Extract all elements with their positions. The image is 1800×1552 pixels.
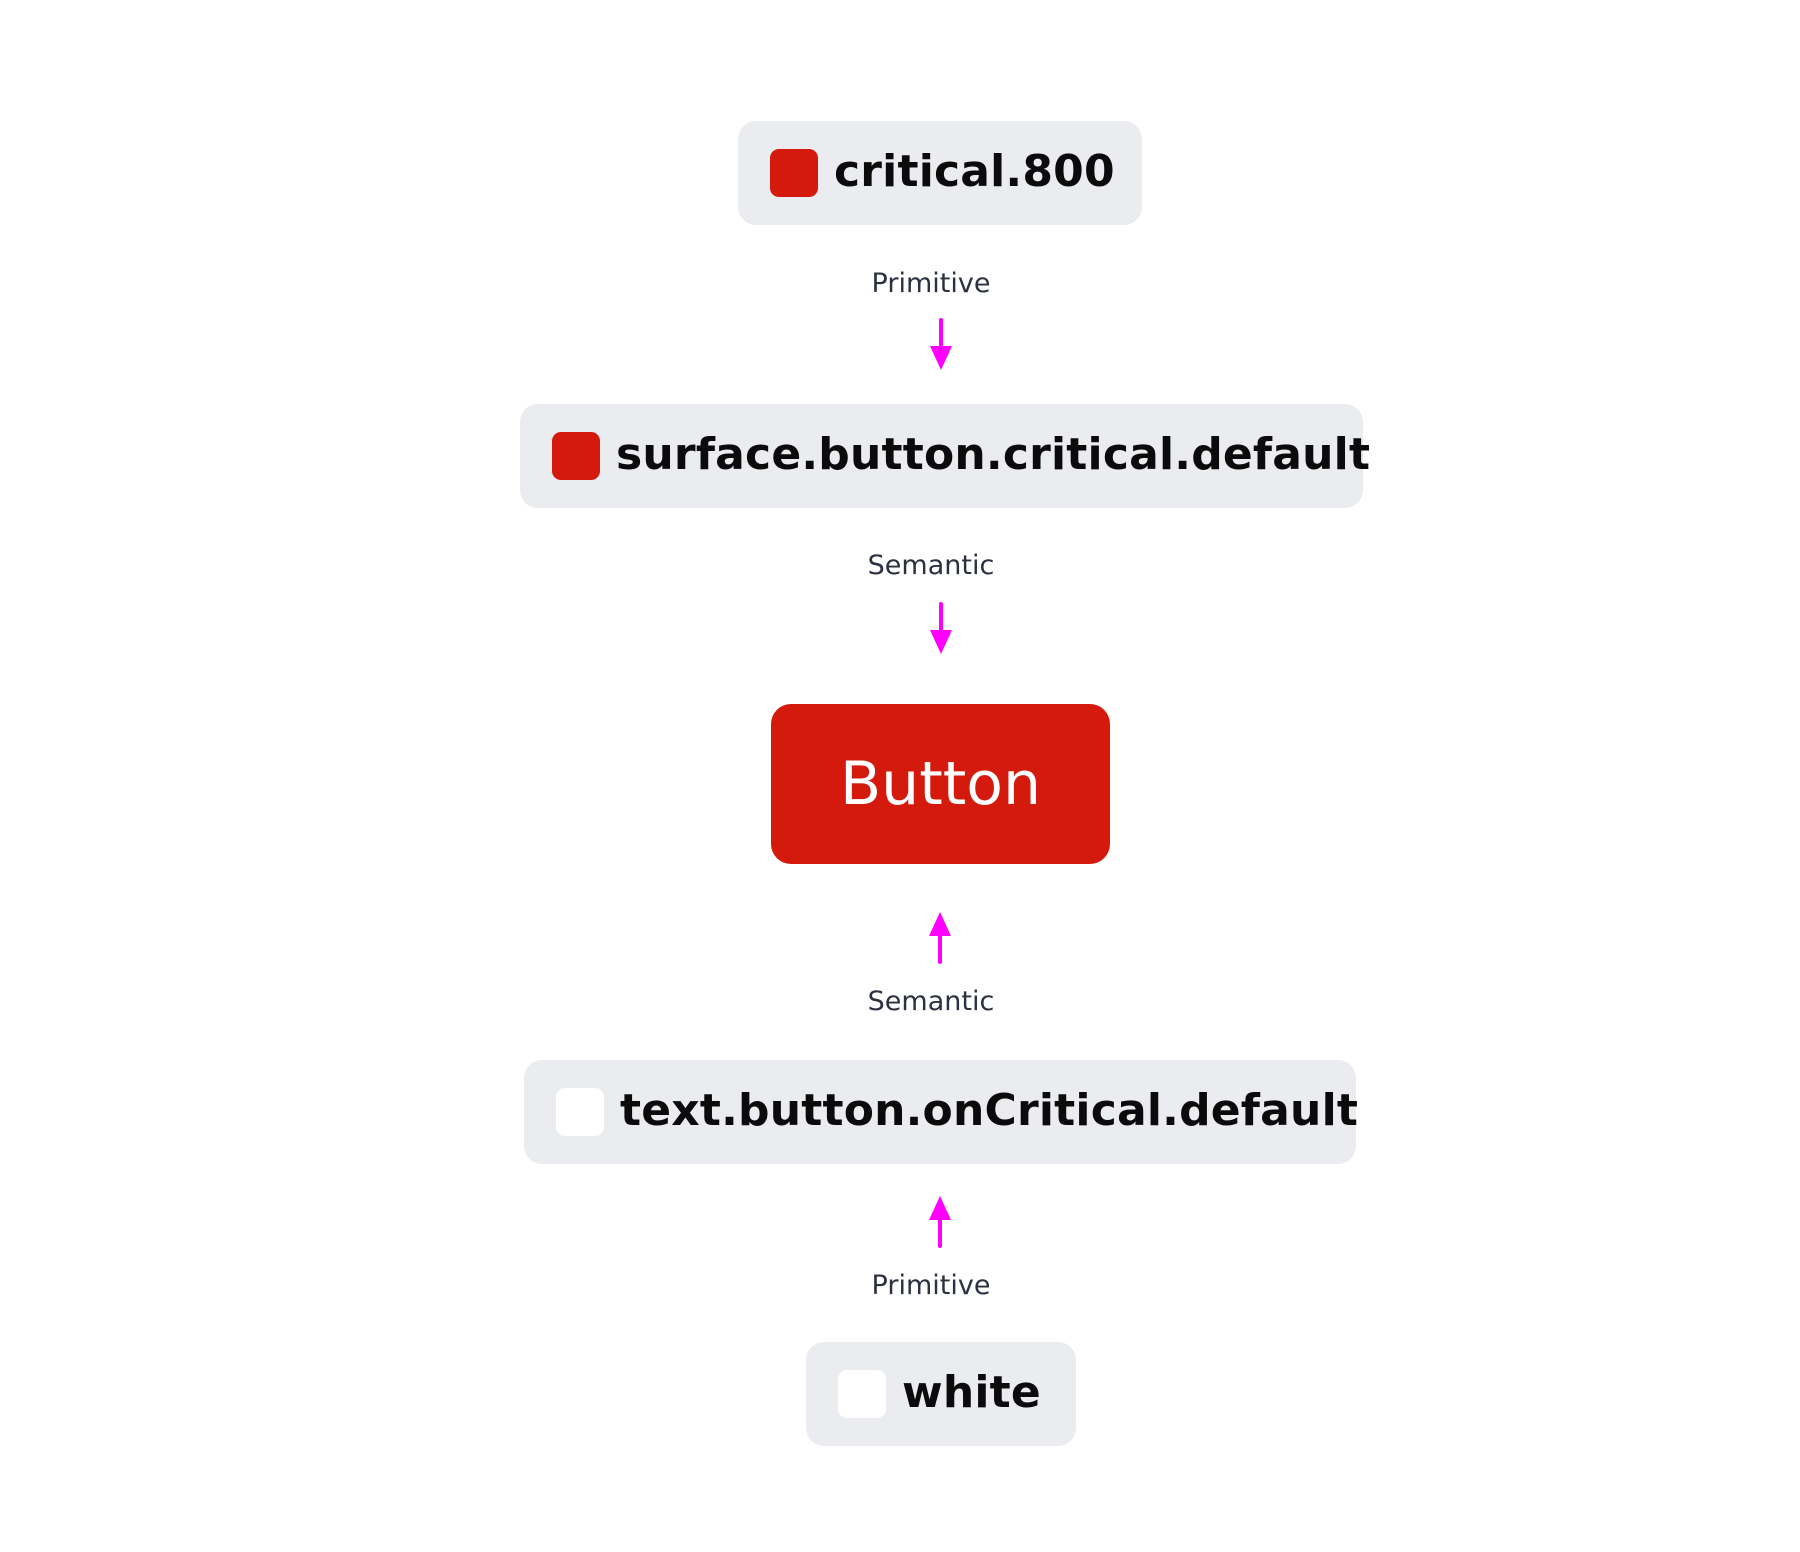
arrow-down-icon	[930, 318, 952, 370]
token-chip-surface-button-critical-default: surface.button.critical.default	[520, 404, 1370, 508]
color-swatch-white	[556, 1088, 604, 1136]
token-label: critical.800	[834, 146, 1115, 197]
token-label: surface.button.critical.default	[616, 429, 1371, 480]
arrow-down-icon	[930, 602, 952, 654]
token-chip-text-button-oncritical-default: text.button.onCritical.default	[524, 1060, 1359, 1164]
relation-label-semantic: Semantic	[867, 986, 995, 1017]
token-chip-white: white	[806, 1342, 1076, 1446]
color-swatch-critical	[552, 432, 600, 480]
token-chip-critical-800: critical.800	[738, 121, 1142, 225]
relation-label-primitive: Primitive	[871, 1270, 991, 1301]
token-label: text.button.onCritical.default	[620, 1085, 1359, 1136]
color-swatch-white	[838, 1370, 886, 1418]
arrow-up-icon	[929, 912, 951, 964]
token-label: white	[902, 1367, 1041, 1418]
arrow-up-icon	[929, 1196, 951, 1248]
critical-button[interactable]: Button	[771, 704, 1110, 864]
color-swatch-critical	[770, 149, 818, 197]
relation-label-semantic: Semantic	[867, 550, 995, 581]
relation-label-primitive: Primitive	[871, 268, 991, 299]
